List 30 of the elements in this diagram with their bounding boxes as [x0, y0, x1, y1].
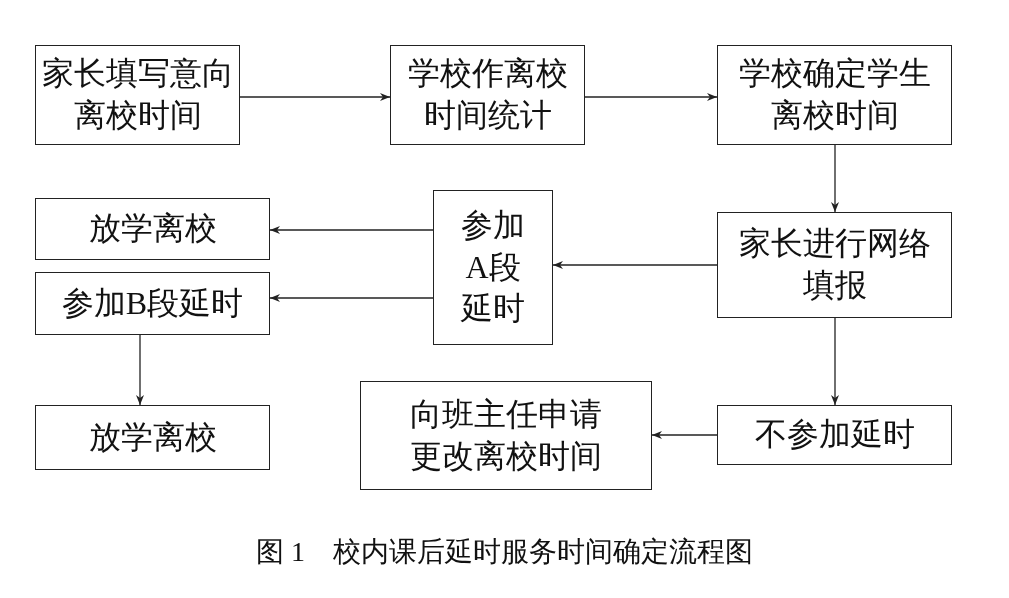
process-box [390, 45, 585, 145]
figure-caption: 图 1 校内课后延时服务时间确定流程图 [255, 535, 754, 569]
arrow [831, 144, 839, 213]
box-label: 家长填写意向离校时间 [40, 54, 235, 135]
process-box [35, 45, 240, 145]
box-label: 家长进行网络填报 [737, 224, 932, 305]
box-label: 向班主任申请更改离校时间 [409, 394, 603, 476]
process-box [717, 212, 952, 318]
arrow [136, 334, 144, 406]
box-label: 参加B段延时 [60, 283, 245, 323]
arrow [651, 431, 718, 439]
arrow [831, 317, 839, 406]
process-box [35, 198, 270, 260]
arrow [552, 261, 718, 269]
process-box [717, 405, 952, 465]
process-box [433, 190, 553, 345]
process-box [35, 405, 270, 470]
box-label: 放学离校 [87, 209, 218, 249]
process-box [360, 381, 652, 490]
arrow [239, 93, 391, 101]
arrow [584, 93, 718, 101]
arrow [269, 226, 434, 234]
box-label: 学校确定学生离校时间 [737, 54, 932, 135]
arrow [269, 294, 434, 302]
process-box [717, 45, 952, 145]
process-box [35, 272, 270, 335]
box-label: 不参加延时 [753, 415, 916, 455]
box-label: 学校作离校时间统计 [406, 54, 569, 135]
box-label: 参加A段延时 [460, 206, 526, 329]
box-label: 放学离校 [87, 417, 218, 457]
